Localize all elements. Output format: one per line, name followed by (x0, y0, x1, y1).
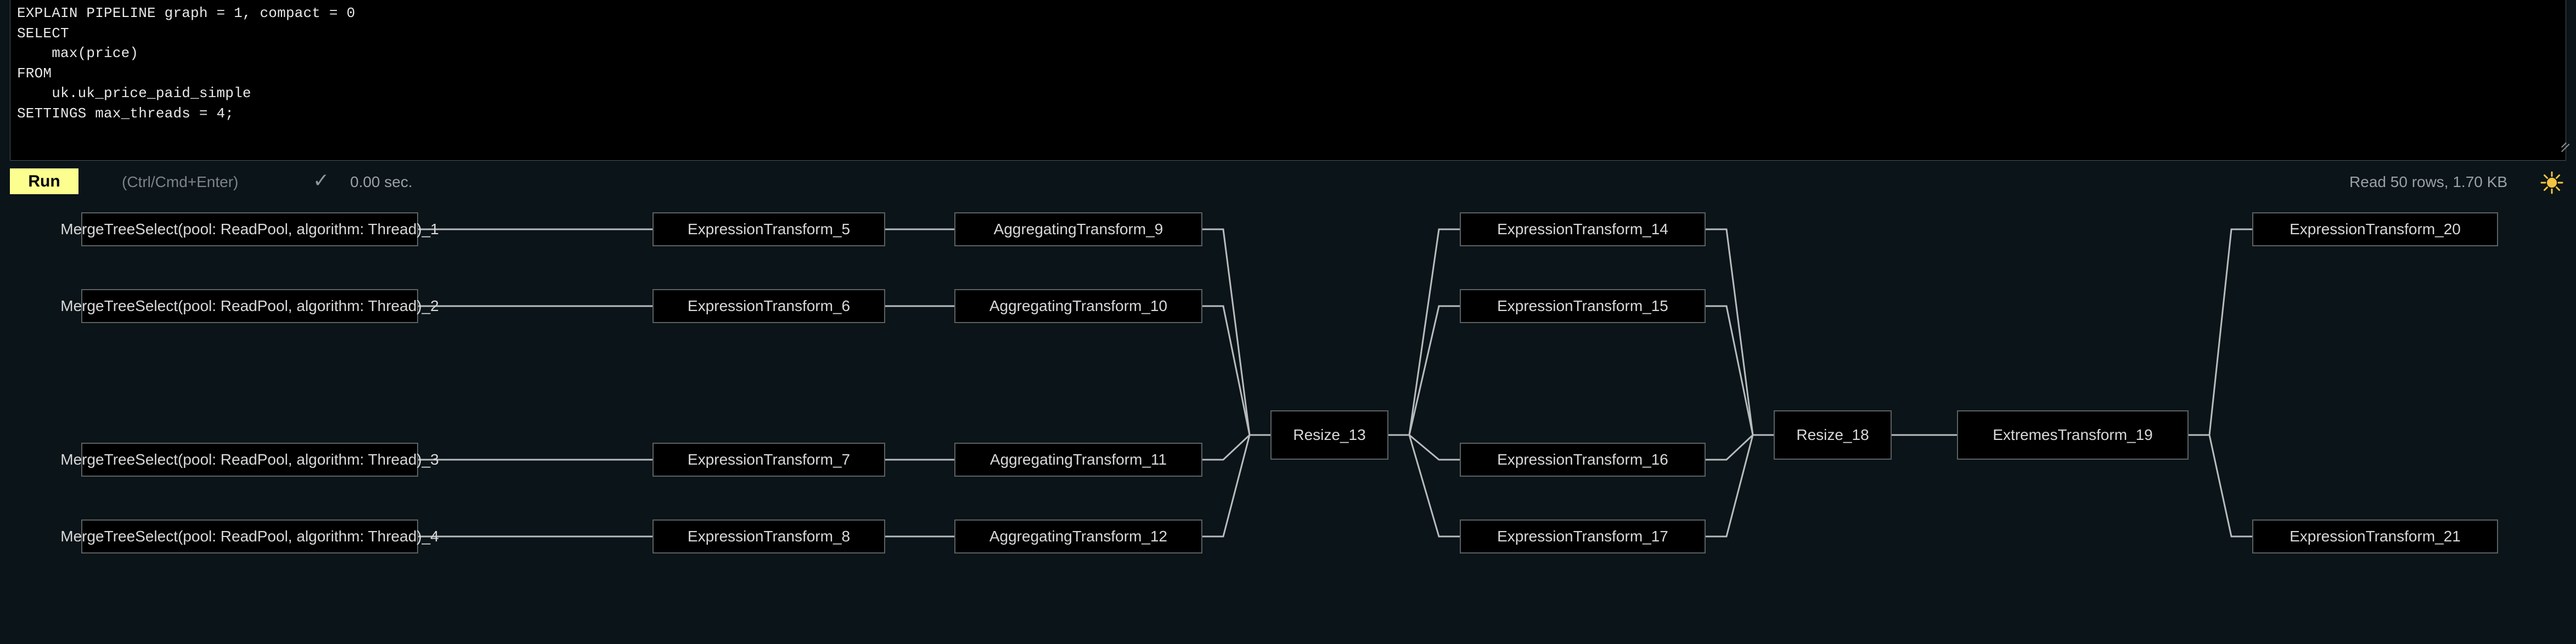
graph-node-label: ExpressionTransform_17 (1497, 528, 1668, 545)
graph-edge-n14-n18 (1706, 228, 1774, 436)
graph-node-n19[interactable]: ExtremesTransform_19 (1957, 410, 2189, 460)
graph-node-n10[interactable]: AggregatingTransform_10 (954, 289, 1202, 323)
graph-node-n1[interactable]: MergeTreeSelect(pool: ReadPool, algorith… (60, 212, 439, 246)
graph-edge-n11-n13 (1202, 434, 1270, 461)
graph-edge-n13-n15 (1388, 305, 1460, 436)
graph-node-label: ExpressionTransform_16 (1497, 451, 1668, 468)
graph-node-n15[interactable]: ExpressionTransform_15 (1460, 289, 1706, 323)
graph-node-n11[interactable]: AggregatingTransform_11 (954, 443, 1202, 477)
graph-node-label: ExpressionTransform_7 (687, 451, 851, 468)
graph-edge-n9-n13 (1202, 228, 1270, 436)
graph-node-n14[interactable]: ExpressionTransform_14 (1460, 212, 1706, 246)
graph-node-n13[interactable]: Resize_13 (1270, 410, 1388, 460)
graph-edge-n19-n20 (2189, 228, 2252, 436)
graph-edge-n13-n14 (1388, 228, 1460, 436)
graph-node-label: ExpressionTransform_14 (1497, 221, 1668, 238)
graph-node-n17[interactable]: ExpressionTransform_17 (1460, 519, 1706, 553)
graph-node-n9[interactable]: AggregatingTransform_9 (954, 212, 1202, 246)
graph-node-label: MergeTreeSelect(pool: ReadPool, algorith… (60, 528, 439, 545)
graph-node-label: MergeTreeSelect(pool: ReadPool, algorith… (60, 297, 439, 314)
graph-edge-n16-n18 (1706, 434, 1774, 461)
graph-node-label: ExpressionTransform_5 (687, 221, 851, 238)
graph-edge-n12-n13 (1202, 434, 1270, 538)
graph-node-n7[interactable]: ExpressionTransform_7 (653, 443, 885, 477)
graph-node-n12[interactable]: AggregatingTransform_12 (954, 519, 1202, 553)
graph-node-label: AggregatingTransform_11 (989, 451, 1167, 468)
query-toolbar: Run (Ctrl/Cmd+Enter) ✓ 0.00 sec. Read 50… (0, 163, 2576, 196)
graph-node-label: Resize_18 (1796, 426, 1869, 443)
graph-node-label: MergeTreeSelect(pool: ReadPool, algorith… (60, 221, 439, 238)
query-editor-container (10, 0, 2570, 161)
graph-node-n20[interactable]: ExpressionTransform_20 (2252, 212, 2498, 246)
graph-edge-n13-n17 (1388, 434, 1460, 538)
graph-node-label: ExpressionTransform_21 (2290, 528, 2461, 545)
graph-node-label: AggregatingTransform_9 (993, 221, 1163, 238)
graph-node-n3[interactable]: MergeTreeSelect(pool: ReadPool, algorith… (60, 443, 439, 477)
graph-node-n21[interactable]: ExpressionTransform_21 (2252, 519, 2498, 553)
graph-node-n16[interactable]: ExpressionTransform_16 (1460, 443, 1706, 477)
graph-node-n8[interactable]: ExpressionTransform_8 (653, 519, 885, 553)
graph-node-label: ExpressionTransform_15 (1497, 297, 1668, 314)
elapsed-time-label: 0.00 sec. (350, 173, 413, 190)
sql-query-editor[interactable] (10, 0, 2566, 161)
graph-node-label: AggregatingTransform_12 (989, 528, 1168, 545)
graph-edge-n15-n18 (1706, 305, 1774, 436)
graph-node-label: ExpressionTransform_20 (2290, 221, 2461, 238)
graph-node-n6[interactable]: ExpressionTransform_6 (653, 289, 885, 323)
graph-node-label: ExpressionTransform_6 (687, 297, 851, 314)
shortcut-hint-label: (Ctrl/Cmd+Enter) (122, 173, 239, 190)
graph-node-n4[interactable]: MergeTreeSelect(pool: ReadPool, algorith… (60, 519, 439, 553)
run-button[interactable]: Run (10, 168, 78, 194)
graph-edge-n13-n16 (1388, 434, 1460, 461)
graph-node-label: AggregatingTransform_10 (989, 297, 1168, 314)
read-stats-label: Read 50 rows, 1.70 KB (2349, 173, 2507, 190)
graph-node-n18[interactable]: Resize_18 (1774, 410, 1892, 460)
graph-edge-layer (418, 228, 2252, 538)
graph-edge-n10-n13 (1202, 305, 1270, 436)
sun-icon[interactable] (2540, 171, 2564, 195)
graph-node-label: ExpressionTransform_8 (687, 528, 851, 545)
graph-node-label: MergeTreeSelect(pool: ReadPool, algorith… (60, 451, 439, 468)
graph-node-label: ExtremesTransform_19 (1993, 426, 2153, 443)
pipeline-graph: MergeTreeSelect(pool: ReadPool, algorith… (0, 196, 2576, 644)
graph-node-n5[interactable]: ExpressionTransform_5 (653, 212, 885, 246)
graph-node-n2[interactable]: MergeTreeSelect(pool: ReadPool, algorith… (60, 289, 439, 323)
graph-node-label: Resize_13 (1293, 426, 1366, 443)
check-icon: ✓ (313, 169, 330, 191)
graph-edge-n17-n18 (1706, 434, 1774, 538)
graph-edge-n19-n21 (2189, 434, 2252, 538)
